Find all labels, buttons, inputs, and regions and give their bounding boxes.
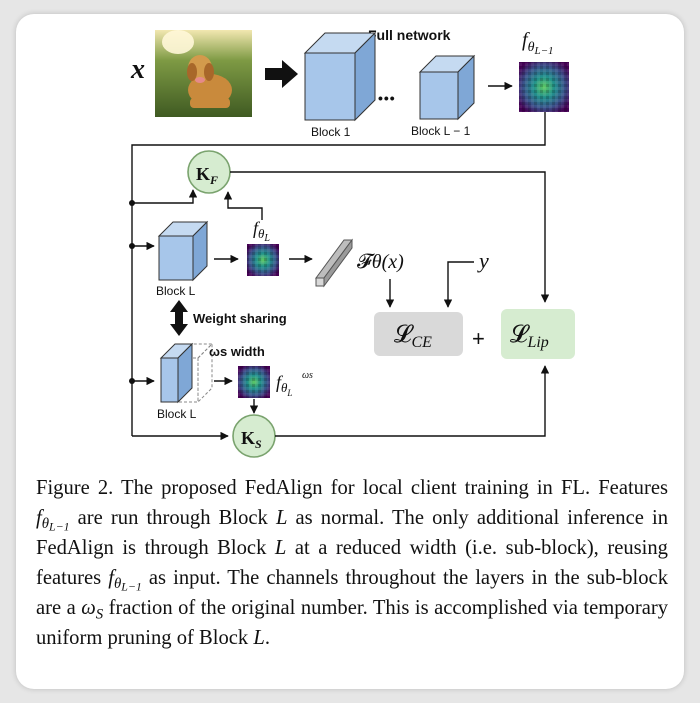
top-feature-path [131,112,546,436]
flatten-vector [315,238,353,288]
ellipsis: ••• [378,90,396,106]
loss-lip-box [501,309,575,359]
kf-label: K [196,164,210,184]
loss-lip-sub: Lip [526,334,548,351]
f-top-subsub: L−1 [533,45,553,57]
svg-text:𝓛CE: 𝓛CE [394,322,432,351]
f-low-sub: θ [281,380,288,395]
F-theta-rest: θ(x) [372,251,404,273]
f-top: f [522,29,530,51]
loss-lip: 𝓛 [510,322,530,348]
svg-text:KS: KS [241,428,262,451]
blockL-sub-label: Block L [157,407,197,421]
ws-width-label: ωs width [209,344,265,359]
blockL-cube [157,220,209,282]
weight-sharing-label: Weight sharing [193,311,287,326]
loss-ce-box [374,312,463,356]
blockL1-cube [418,54,476,121]
y-var: y [477,248,489,273]
input-var: x [130,54,145,85]
feature-map-low [238,366,270,398]
kf-sub: F [209,173,218,187]
f-top-sub: θ [528,40,535,55]
ks-to-lip [275,365,550,437]
weight-sharing-arrow-icon [170,300,188,336]
svg-text:𝓕θ(x): 𝓕θ(x) [357,251,404,273]
block1-label: Block 1 [311,125,351,139]
svg-text:fθL−1: fθL−1 [522,29,554,57]
svg-text:KF: KF [196,164,218,187]
f-low: f [276,372,284,392]
feature-map-mid [247,244,279,276]
f-mid: f [253,218,261,238]
svg-text:fθL: fθL [276,372,292,398]
svg-text:fθL: fθL [253,218,270,244]
blockL1-label: Block L − 1 [411,124,471,138]
f-mid-subsub: L [263,233,270,244]
blockL-label: Block L [156,284,196,298]
figure-caption: Figure 2. The proposed FedAlign for loca… [36,477,668,649]
dog-image [155,30,252,117]
f-low-sup: ωs [302,370,313,381]
f-mid-sub: θ [258,226,265,241]
sub-block-cube [159,342,214,404]
full-network-label: Full network [368,27,451,43]
big-arrow-icon [265,60,298,88]
F-theta: 𝓕 [357,251,375,273]
block1-cube [303,31,377,122]
kf-to-lip [230,171,550,303]
loss-ce-sub: CE [411,334,432,351]
f-low-subsub: L [286,388,292,398]
ks-sub: S [255,437,262,451]
feature-map-top [519,62,569,112]
loss-ce: 𝓛 [394,322,414,348]
ks-label: K [241,428,255,448]
svg-text:𝓛Lip: 𝓛Lip [510,322,549,351]
plus-sign: + [472,326,485,351]
